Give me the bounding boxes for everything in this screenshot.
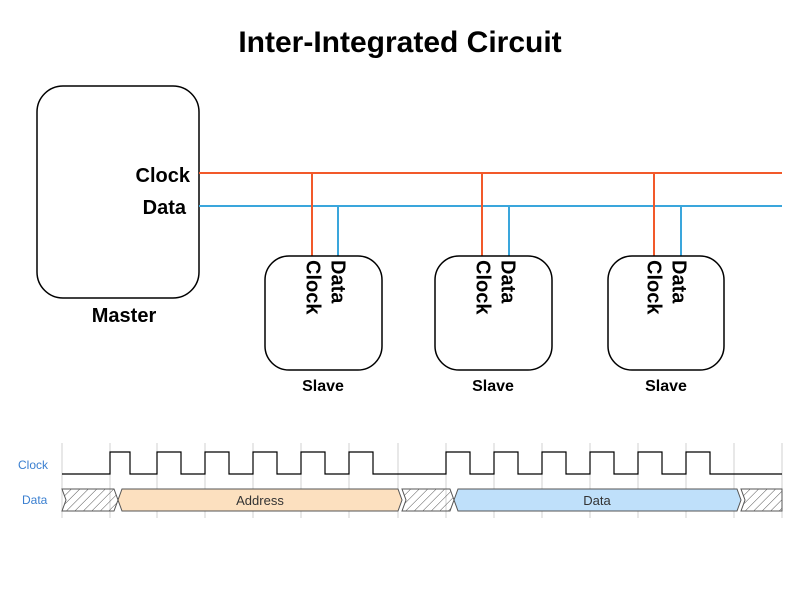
- data-idle-1: [61, 488, 119, 512]
- slave-3: Clock Data Slave: [607, 173, 725, 395]
- data-segment-label: Data: [583, 493, 611, 508]
- master-clock-label: Clock: [136, 165, 191, 187]
- slave-2-label: Slave: [472, 378, 514, 395]
- slave-1-label: Slave: [302, 378, 344, 395]
- slave-1: Clock Data Slave: [264, 173, 383, 395]
- clock-waveform: [62, 451, 782, 475]
- master-box: [36, 85, 200, 299]
- timing-data-label: Data: [22, 493, 48, 507]
- slave-1-box: [264, 255, 383, 371]
- slave-3-box: [607, 255, 725, 371]
- data-idle-3: [740, 488, 783, 512]
- slave-2-box: [434, 255, 553, 371]
- slave-1-clock-label: Clock: [302, 260, 324, 315]
- slave-2-data-label: Data: [497, 260, 519, 304]
- master-data-label: Data: [143, 197, 187, 219]
- slave-3-clock-label: Clock: [643, 260, 665, 315]
- slave-1-data-label: Data: [327, 260, 349, 304]
- address-segment-label: Address: [236, 493, 284, 508]
- data-idle-2: [401, 488, 455, 512]
- timing-clock-label: Clock: [18, 458, 49, 472]
- data-segment: [453, 488, 742, 512]
- address-segment: [117, 488, 403, 512]
- slave-3-data-label: Data: [668, 260, 690, 304]
- master-label: Master: [92, 305, 157, 327]
- slave-3-label: Slave: [645, 378, 687, 395]
- page-title: Inter-Integrated Circuit: [238, 26, 561, 59]
- slave-2-clock-label: Clock: [472, 260, 494, 315]
- slave-2: Clock Data Slave: [434, 173, 553, 395]
- timing-diagram: Clock Data Address Data: [18, 443, 783, 518]
